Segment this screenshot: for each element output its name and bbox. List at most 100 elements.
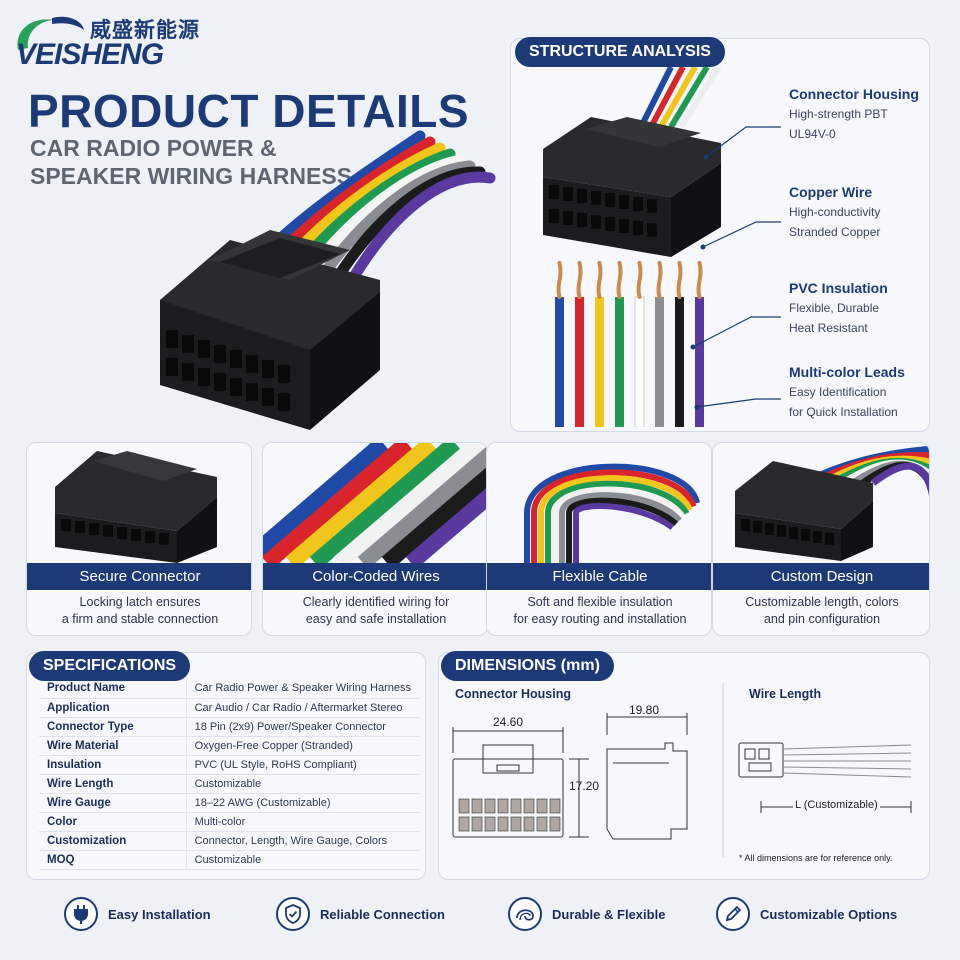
- structure-item-leads: Multi-color Leads Easy Identification fo…: [789, 363, 929, 421]
- card-title: Color-Coded Wires: [263, 563, 487, 590]
- card-desc-line-2: for easy routing and installation: [513, 612, 687, 626]
- spec-key: Wire Length: [39, 774, 187, 794]
- structure-item-copper: Copper Wire High-conductivity Stranded C…: [789, 183, 929, 241]
- spec-key: Connector Type: [39, 717, 187, 737]
- cable-loop-icon: [508, 897, 542, 931]
- feature-label: Reliable Connection: [320, 906, 445, 922]
- structure-illustration: [543, 67, 781, 427]
- card-desc-line-1: Customizable length, colors: [745, 595, 899, 609]
- structure-item-desc-1: High-conductivity: [789, 205, 881, 219]
- card-desc-line-1: Locking latch ensures: [79, 595, 201, 609]
- card-desc-line-2: and pin configuration: [763, 612, 881, 626]
- custom-design-image: [735, 445, 929, 561]
- spec-value: 18–22 AWG (Customizable): [186, 793, 419, 813]
- specifications-heading: SPECIFICATIONS: [29, 651, 191, 681]
- hero-connector-image: [160, 130, 496, 430]
- structure-heading: STRUCTURE ANALYSIS: [515, 37, 725, 67]
- spec-value: Oxygen-Free Copper (Stranded): [186, 736, 419, 756]
- structure-item-title: Connector Housing: [789, 86, 919, 102]
- pencil-icon: [716, 897, 750, 931]
- feature-easy-installation: Easy Installation: [64, 896, 211, 932]
- page-subtitle: CAR RADIO POWER & SPEAKER WIRING HARNESS: [30, 134, 360, 190]
- connector-top-wires: [638, 67, 722, 129]
- spec-key: Wire Material: [39, 736, 187, 756]
- card-custom-design: Custom Design Customizable length, color…: [712, 442, 930, 636]
- card-desc-line-1: Clearly identified wiring for: [302, 595, 450, 609]
- spec-value: Car Radio Power & Speaker Wiring Harness: [186, 679, 419, 699]
- spec-key: Application: [39, 698, 187, 718]
- card-description: Locking latch ensures a firm and stable …: [31, 594, 249, 628]
- structure-item-desc-1: Flexible, Durable: [789, 301, 880, 315]
- swoosh-logo-icon: [17, 16, 84, 50]
- card-title: Custom Design: [713, 563, 929, 590]
- wire-length-label: Wire Length: [749, 687, 822, 701]
- dimensions-panel: DIMENSIONS (mm) Connector Housing Wire L…: [438, 651, 930, 880]
- spec-key: Wire Gauge: [39, 793, 187, 813]
- card-desc-line-2: a firm and stable connection: [61, 612, 219, 626]
- structure-item-housing: Connector Housing High-strength PBT UL94…: [789, 85, 929, 143]
- spec-key: Customization: [39, 831, 187, 851]
- card-description: Soft and flexible insulation for easy ro…: [491, 594, 709, 628]
- card-color-coded: Color-Coded Wires Clearly identified wir…: [262, 442, 488, 636]
- spec-value: 18 Pin (2x9) Power/Speaker Connector: [186, 717, 419, 737]
- spec-value: Multi-color: [186, 812, 419, 832]
- dimensions-heading: DIMENSIONS (mm): [441, 651, 614, 681]
- card-description: Customizable length, colors and pin conf…: [717, 594, 927, 628]
- brand-name-cn: 威盛新能源: [90, 18, 200, 42]
- structure-item-desc-2: for Quick Installation: [789, 405, 898, 419]
- spec-value: Customizable: [186, 774, 419, 794]
- feature-label: Durable & Flexible: [552, 906, 666, 922]
- structure-item-desc-2: Stranded Copper: [789, 225, 881, 239]
- structure-item-pvc: PVC Insulation Flexible, Durable Heat Re…: [789, 279, 929, 337]
- structure-analysis-panel: STRUCTURE ANALYSIS: [510, 37, 930, 432]
- feature-label: Customizable Options: [760, 906, 898, 922]
- brand-logo: 威盛新能源 VEISHENG: [12, 8, 212, 72]
- card-title: Secure Connector: [27, 563, 251, 590]
- card-flexible-cable: Flexible Cable Soft and flexible insulat…: [486, 442, 712, 636]
- feature-label: Easy Installation: [108, 906, 211, 922]
- spec-value: Customizable: [186, 850, 419, 870]
- secure-connector-image: [55, 451, 217, 563]
- card-secure-connector: Secure Connector Locking latch ensures a…: [26, 442, 252, 636]
- card-desc-line-1: Soft and flexible insulation: [527, 595, 673, 609]
- shield-check-icon: [276, 897, 310, 931]
- structure-item-title: PVC Insulation: [789, 280, 888, 296]
- structure-item-title: Copper Wire: [789, 184, 873, 200]
- structure-item-title: Multi-color Leads: [789, 364, 905, 380]
- dim-height-value: 17.20: [569, 779, 600, 793]
- spec-key: Insulation: [39, 755, 187, 775]
- card-description: Clearly identified wiring for easy and s…: [267, 594, 485, 628]
- page-title: PRODUCT DETAILS: [28, 85, 470, 137]
- spec-value: Car Audio / Car Radio / Aftermarket Ster…: [186, 698, 419, 718]
- dim-width-value: 24.60: [493, 715, 524, 729]
- structure-item-desc-1: High-strength PBT: [789, 107, 888, 121]
- spec-value: PVC (UL Style, RoHS Compliant): [186, 755, 419, 775]
- spec-key: Color: [39, 812, 187, 832]
- structure-item-desc-1: Easy Identification: [789, 385, 887, 399]
- dim-depth-value: 19.80: [629, 703, 660, 717]
- subtitle-line-2: SPEAKER WIRING HARNESS: [30, 163, 353, 189]
- subtitle-line-1: CAR RADIO POWER &: [30, 135, 277, 161]
- flexible-cable-image: [524, 463, 700, 563]
- spec-key: MOQ: [39, 850, 187, 870]
- feature-reliable-connection: Reliable Connection: [276, 896, 445, 932]
- structure-item-desc-2: Heat Resistant: [789, 321, 868, 335]
- card-title: Flexible Cable: [487, 563, 711, 590]
- spec-key: Product Name: [39, 679, 187, 699]
- plug-icon: [64, 897, 98, 931]
- connector-housing-label: Connector Housing: [455, 687, 571, 701]
- structure-item-desc-2: UL94V-0: [789, 127, 836, 141]
- stripped-wire-leads: [555, 261, 704, 427]
- card-desc-line-2: easy and safe installation: [305, 612, 447, 626]
